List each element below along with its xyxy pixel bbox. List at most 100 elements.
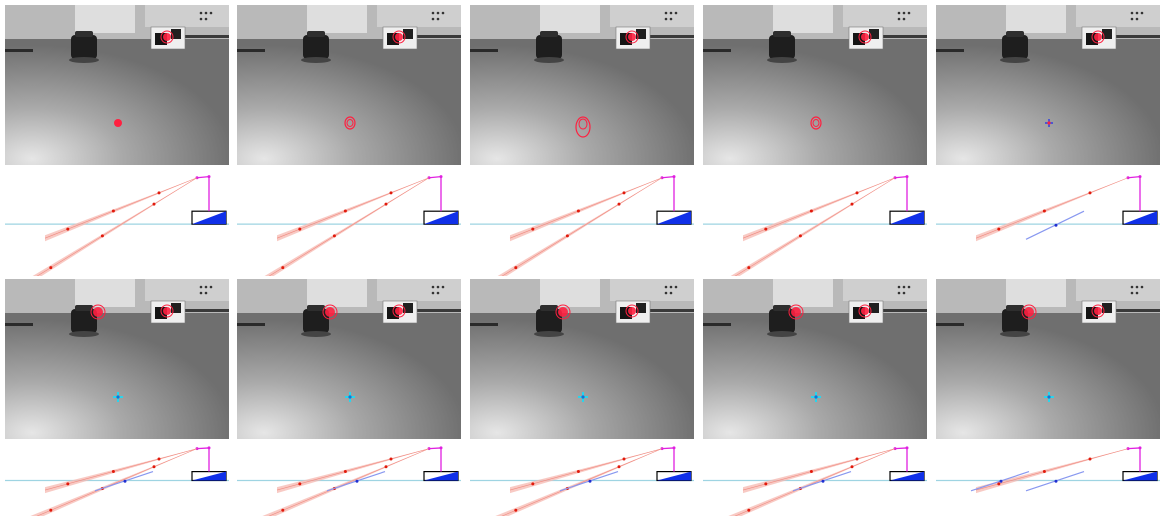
tracked-red-marker — [1091, 304, 1105, 318]
uncertainty-cone — [497, 177, 663, 276]
diagram-svg — [703, 175, 927, 276]
diagram-svg — [470, 446, 694, 516]
top-view-diagram — [703, 442, 927, 516]
estimate-point — [821, 479, 825, 483]
diagram-svg — [237, 175, 461, 276]
diagram-svg — [237, 446, 461, 516]
robot-glyph — [656, 175, 692, 225]
tracked-red-marker — [858, 30, 872, 44]
uncertainty-cone — [742, 177, 896, 242]
floor-cable — [703, 323, 731, 326]
photo-svg — [5, 5, 229, 165]
floor-cable — [936, 49, 964, 52]
estimate-point — [355, 479, 359, 483]
camera-frame — [237, 5, 461, 165]
uncertainty-cone — [276, 448, 430, 494]
uncertainty-cone — [730, 177, 896, 276]
floor-cable — [237, 323, 265, 326]
camera-frame — [936, 279, 1160, 439]
doorway — [773, 279, 833, 307]
tracked-red-marker — [392, 304, 406, 318]
floor — [5, 39, 229, 165]
photo-svg — [237, 5, 461, 165]
photo-svg — [936, 5, 1160, 165]
doorway — [540, 279, 600, 307]
uncertainty-cone — [262, 448, 430, 516]
camera-frame — [5, 5, 229, 165]
red-ellipse-marker — [344, 116, 356, 130]
top-view-diagram — [5, 168, 229, 276]
floor-cable — [5, 49, 33, 52]
estimate-point — [123, 479, 127, 483]
estimate-point — [588, 479, 592, 483]
floor-cable — [936, 323, 964, 326]
black-bag — [69, 305, 99, 337]
floor — [470, 313, 694, 439]
black-bag — [534, 31, 564, 63]
red-ellipse-marker — [810, 116, 822, 130]
photo-svg — [470, 5, 694, 165]
tracked-red-marker — [160, 30, 174, 44]
uncertainty-cone — [32, 177, 198, 276]
robot-glyph — [656, 446, 692, 482]
doorway — [540, 5, 600, 33]
black-bag — [301, 305, 331, 337]
uncertainty-cone — [30, 448, 198, 516]
floor — [936, 39, 1160, 165]
diagram-svg — [5, 175, 229, 276]
estimate-point — [1054, 223, 1058, 227]
doorway — [1006, 5, 1066, 33]
robot-glyph — [889, 446, 925, 482]
uncertainty-cone — [509, 448, 663, 494]
cyan-cross-marker — [578, 392, 588, 402]
floor — [470, 39, 694, 165]
photo-svg — [237, 279, 461, 439]
estimate-point — [1054, 479, 1058, 483]
photo-svg — [5, 279, 229, 439]
floor — [237, 39, 461, 165]
black-bag — [1000, 31, 1030, 63]
top-view-diagram — [237, 442, 461, 516]
robot-glyph — [889, 175, 925, 225]
black-bag — [69, 31, 99, 63]
black-bag — [767, 31, 797, 63]
top-view-diagram — [5, 442, 229, 516]
camera-frame — [703, 279, 927, 439]
black-bag — [1000, 305, 1030, 337]
camera-frame — [470, 5, 694, 165]
uncertainty-cone — [495, 448, 663, 516]
floor-cable — [237, 49, 265, 52]
camera-frame — [5, 279, 229, 439]
top-view-diagram — [237, 168, 461, 276]
robot-glyph — [1122, 175, 1158, 225]
uncertainty-cone — [728, 448, 896, 516]
black-bag — [534, 305, 564, 337]
top-view-diagram — [470, 168, 694, 276]
floor-cable — [470, 323, 498, 326]
floor — [703, 39, 927, 165]
camera-frame — [936, 5, 1160, 165]
camera-frame — [703, 5, 927, 165]
robot-glyph — [423, 446, 459, 482]
tracked-red-marker-bag — [90, 304, 106, 320]
robot-glyph — [1122, 446, 1158, 482]
diagram-svg — [470, 175, 694, 276]
tracked-red-marker-bag — [788, 304, 804, 320]
uncertainty-cone — [509, 177, 663, 242]
diagram-svg — [936, 175, 1160, 242]
photo-svg — [470, 279, 694, 439]
cyan-cross-marker — [1044, 392, 1054, 402]
uncertainty-cone — [44, 448, 198, 494]
tracked-red-marker — [625, 30, 639, 44]
doorway — [307, 279, 367, 307]
floor — [936, 313, 1160, 439]
floor — [237, 313, 461, 439]
uncertainty-cone — [975, 177, 1129, 242]
uncertainty-cone — [276, 177, 430, 242]
black-bag — [301, 31, 331, 63]
tracked-red-marker — [625, 304, 639, 318]
doorway — [75, 279, 135, 307]
floor — [5, 313, 229, 439]
floor-cable — [5, 323, 33, 326]
